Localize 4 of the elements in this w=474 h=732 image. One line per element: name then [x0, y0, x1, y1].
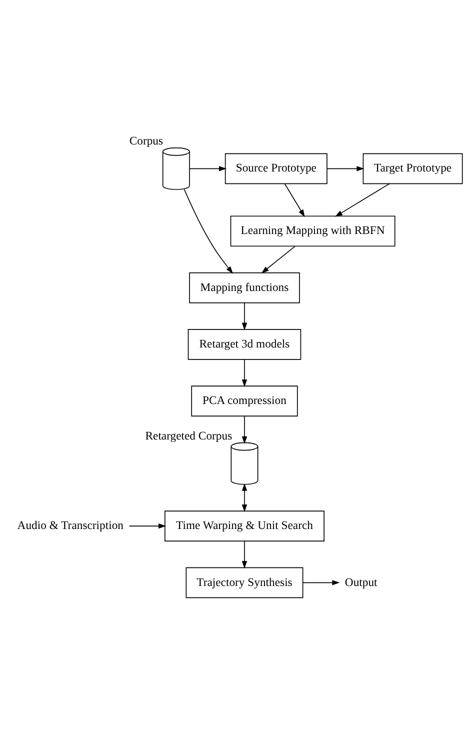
node-text: Output	[344, 575, 378, 588]
node-label: Retargeted Corpus	[145, 429, 232, 442]
node-text: Audio & Transcription	[17, 518, 124, 532]
node-label: Corpus	[129, 134, 164, 148]
